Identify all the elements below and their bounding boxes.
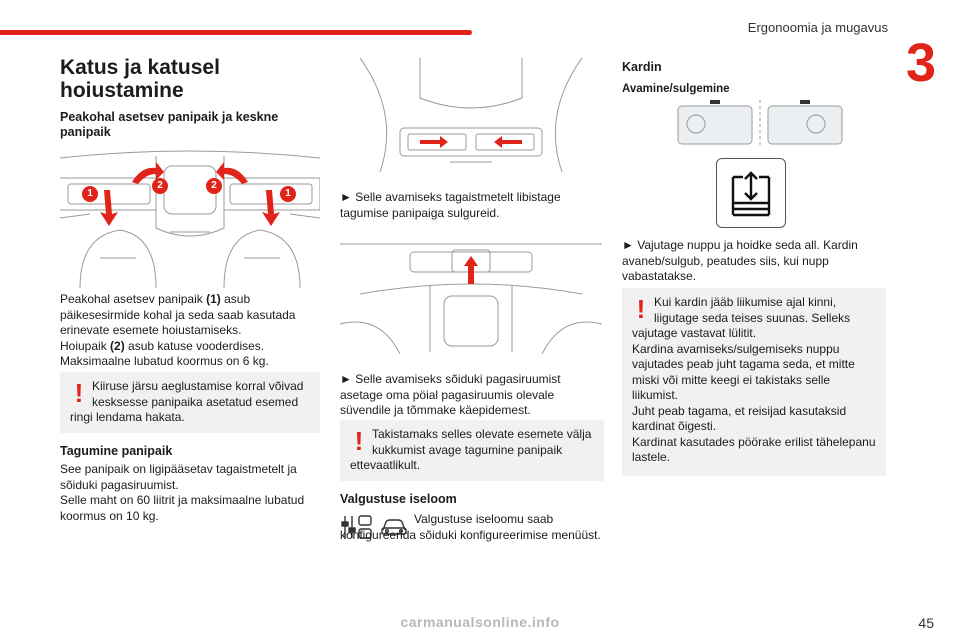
warning-text: Takistamaks selles olevate esemete välja…	[350, 427, 592, 472]
figure-trunk-handle	[339, 234, 603, 355]
ref-1: (1)	[206, 292, 221, 306]
para-text: Maksimaalne lubatud koormus on 6 kg.	[60, 354, 269, 368]
subheading-overhead-storage: Peakohal asetsev panipaik ja keskne pani…	[60, 110, 279, 139]
warning-icon: !	[74, 378, 84, 408]
para-text: Hoiupaik	[60, 338, 111, 353]
lighting-description: Valgustuse iseloomu saab konfigureerida …	[340, 512, 602, 543]
section-title: Ergonoomia ja mugavus	[747, 20, 888, 35]
para-text: Peakohal asetsev panipaik	[60, 292, 207, 306]
rear-storage-shutter-illustration	[359, 57, 583, 173]
callout-2-left: 2	[152, 178, 168, 194]
warning-icon: !	[354, 426, 364, 456]
para-text: Selle maht on 60 liitrit ja maksimaalne …	[60, 493, 305, 523]
curtain-button-icon	[716, 158, 786, 228]
chapter-number: 3	[905, 33, 936, 93]
figure-overhead-storage: 1 2 2 1	[59, 148, 321, 289]
para-text: asub katuse vooderdises.	[124, 338, 265, 353]
para-text: asub päikesesirmide kohal ja seda saab k…	[60, 292, 296, 337]
settings-icon	[340, 514, 374, 540]
warning-text: Juht peab tagama, et reisijad kasutaksid…	[632, 403, 847, 434]
warning-box-2: ! Takistamaks selles olevate esemete väl…	[340, 420, 604, 481]
trunk-handle-illustration	[339, 243, 603, 355]
paragraph-rear-storage: See panipaik on ligipääsetav tagaistmete…	[60, 462, 310, 524]
figure-curtain-location	[676, 98, 846, 148]
ref-2: (2)	[110, 338, 125, 353]
car-icon	[380, 516, 408, 538]
subheading-open-close: Avamine/sulgemine	[622, 83, 730, 95]
subheading-rear-storage: Tagumine panipaik	[60, 444, 173, 458]
step-rear-seats: ► Selle avamiseks tagaistmetelt libistag…	[340, 190, 561, 220]
page-number: 45	[918, 615, 934, 631]
subheading-curtain: Kardin	[622, 60, 662, 74]
step-curtain: ► Vajutage nuppu ja hoidke seda all. Kar…	[622, 238, 858, 283]
callout-2-right: 2	[206, 178, 222, 194]
warning-box-3: ! Kui kardin jääb liikumise ajal kinni, …	[622, 288, 886, 476]
watermark: carmanualsonline.info	[400, 614, 560, 630]
callout-1-right: 1	[280, 186, 296, 202]
header-accent-bar	[0, 30, 472, 35]
curtain-switch-location-illustration	[677, 100, 843, 146]
warning-box-1: ! Kiiruse järsu aeglustamise korral võiv…	[60, 372, 320, 433]
figure-rear-shutters	[340, 57, 602, 173]
warning-text: Kui kardin jääb liikumise ajal kinni, li…	[632, 295, 851, 340]
warning-text: Kardina avamiseks/sulgemiseks nuppu vaju…	[632, 341, 855, 403]
para-text: Valgustuse iseloomu saab konfigureerida …	[340, 512, 601, 542]
warning-text: Kardinat kasutades pöörake erilist tähel…	[632, 434, 876, 465]
para-text: See panipaik on ligipääsetav tagaistmete…	[60, 462, 297, 492]
subheading-lighting: Valgustuse iseloom	[340, 492, 457, 506]
callout-1-left: 1	[82, 186, 98, 202]
paragraph-overhead-description: Peakohal asetsev panipaik (1) asub päike…	[60, 292, 310, 370]
overhead-console-illustration	[59, 150, 321, 289]
step-trunk: ► Selle avamiseks sõiduki pagasiruumist …	[340, 372, 561, 417]
warning-text: Kiiruse järsu aeglustamise korral võivad…	[70, 379, 304, 424]
page-title: Katus ja katusel hoiustamine	[60, 56, 220, 102]
warning-icon: !	[636, 294, 646, 324]
